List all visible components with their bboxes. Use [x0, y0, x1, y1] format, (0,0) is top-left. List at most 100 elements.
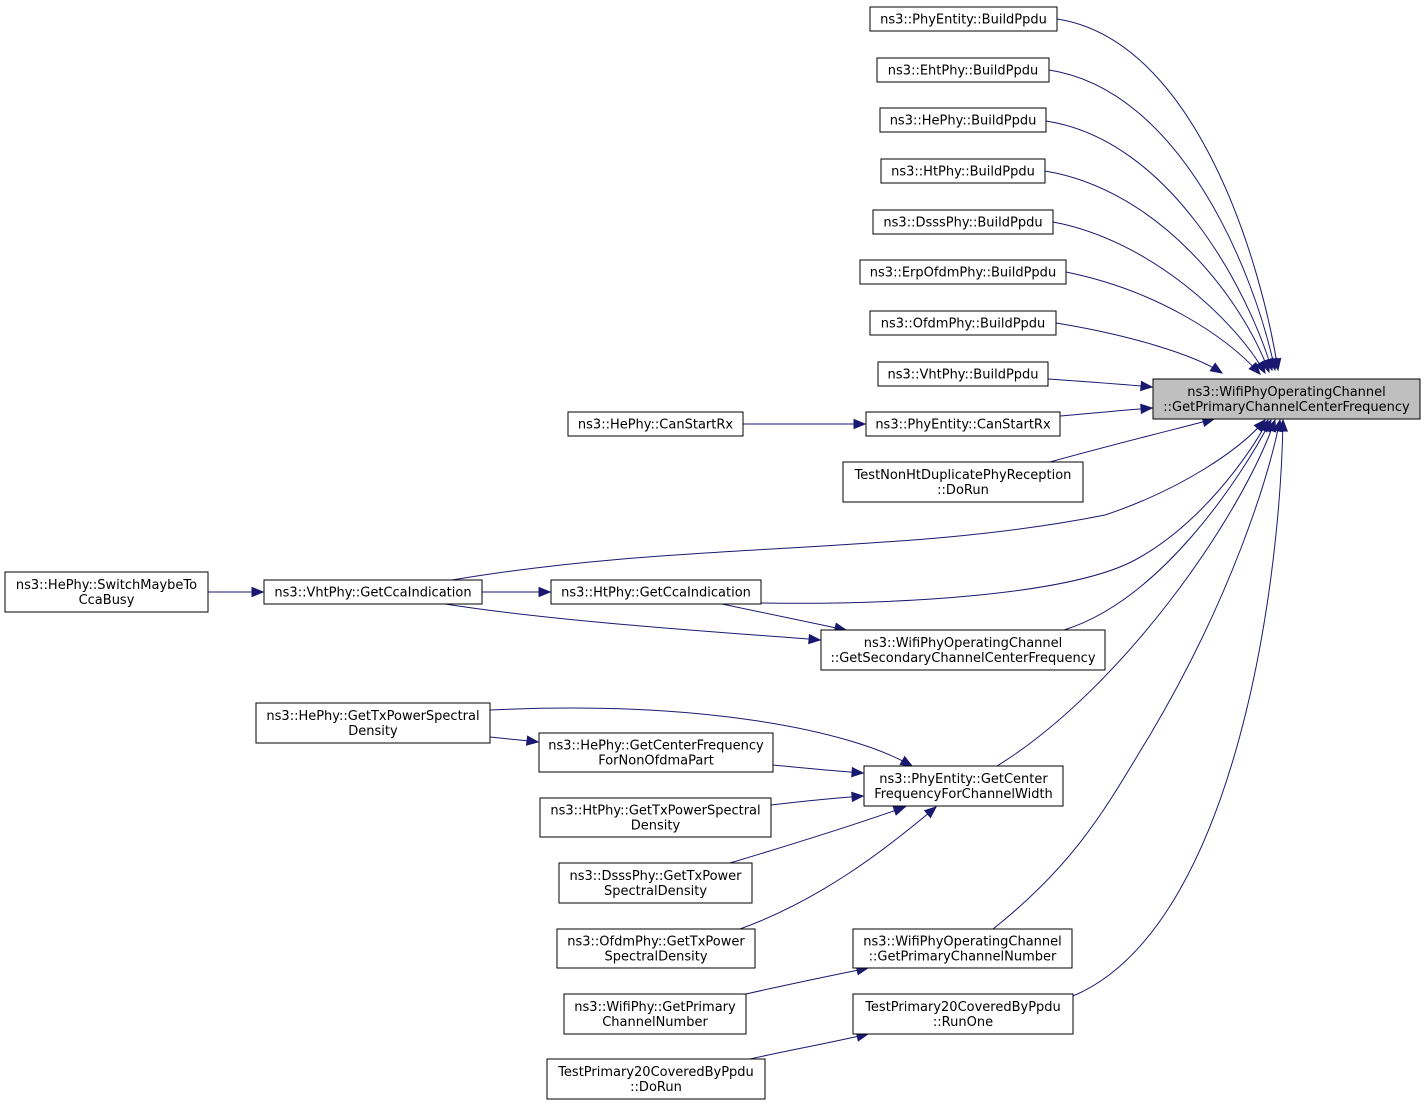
node-vhtphy-buildppdu[interactable]: ns3::VhtPhy::BuildPpdu: [877, 361, 1049, 387]
node-getsecondary[interactable]: ns3::WifiPhyOperatingChannel::GetSeconda…: [820, 629, 1106, 671]
node-ofdmphy-buildppdu[interactable]: ns3::OfdmPhy::BuildPpdu: [869, 310, 1057, 336]
node-getprimarynumber[interactable]: ns3::WifiPhyOperatingChannel::GetPrimary…: [852, 928, 1073, 969]
edge-line: [1052, 221, 1266, 374]
node-box: [255, 702, 491, 744]
arrowhead-icon: [1254, 360, 1266, 375]
call-edge-hephy-buildppdu-to-target: [1045, 120, 1274, 372]
node-ehtphy-buildppdu[interactable]: ns3::EhtPhy::BuildPpdu: [876, 57, 1050, 83]
node-phyentity-buildppdu[interactable]: ns3::PhyEntity::BuildPpdu: [869, 6, 1058, 32]
edge-line: [996, 419, 1276, 767]
call-edge-testprimary20-runone-to-target: [1072, 418, 1289, 997]
node-box: [869, 310, 1057, 336]
edge-line: [1055, 322, 1223, 374]
node-box: [558, 862, 753, 904]
edge-line: [770, 795, 864, 806]
node-label-line: ns3::EhtPhy::BuildPpdu: [888, 64, 1038, 79]
edge-line: [760, 419, 1269, 604]
call-edge-getsecondary-to-target: [1063, 418, 1272, 631]
node-hephy-canstartrx[interactable]: ns3::HePhy::CanStartRx: [567, 411, 744, 437]
arrowhead-icon: [892, 805, 907, 816]
call-edge-erpofdmphy-buildppdu-to-target: [1065, 271, 1261, 375]
call-edge-vhtphy-getcca-to-getsecondary: [444, 603, 822, 645]
arrowhead-icon: [1277, 418, 1289, 432]
call-edge-phyentity-canstartrx-to-target: [1059, 403, 1154, 417]
edge-line: [1056, 18, 1279, 371]
node-testprimary20-runone[interactable]: TestPrimary20CoveredByPpdu::RunOne: [852, 993, 1074, 1035]
node-vhtphy-getcca[interactable]: ns3::VhtPhy::GetCcaIndication: [263, 579, 483, 605]
node-dsssphy-buildppdu[interactable]: ns3::DsssPhy::BuildPpdu: [872, 209, 1054, 235]
arrowhead-icon: [851, 791, 865, 803]
node-label-line: ::GetSecondaryChannelCenterFrequency: [830, 651, 1095, 666]
edge-line: [1048, 69, 1276, 371]
node-box: [4, 571, 209, 613]
node-target[interactable]: ns3::WifiPhyOperatingChannel::GetPrimary…: [1152, 378, 1421, 420]
node-label-line: ns3::PhyEntity::CanStartRx: [875, 418, 1051, 433]
call-edge-dsssphy-gettxpsd-to-phyentity-getcenter: [729, 805, 907, 864]
call-edge-dsssphy-buildppdu-to-target: [1052, 221, 1266, 375]
arrowhead-icon: [808, 633, 822, 645]
node-label-line: CcaBusy: [79, 593, 135, 608]
node-label-line: ns3::OfdmPhy::GetTxPower: [567, 935, 745, 950]
arrowhead-icon: [1209, 362, 1224, 374]
node-label-line: ns3::WifiPhyOperatingChannel: [1187, 385, 1386, 400]
call-edge-ehtphy-buildppdu-to-target: [1048, 69, 1278, 372]
edge-line: [1045, 120, 1273, 371]
node-label-line: ::DoRun: [630, 1080, 682, 1095]
arrowhead-icon: [251, 586, 265, 598]
node-label-line: ns3::HePhy::CanStartRx: [578, 418, 733, 433]
node-htphy-buildppdu[interactable]: ns3::HtPhy::BuildPpdu: [880, 158, 1046, 184]
edge-line: [729, 806, 906, 864]
node-label-line: ns3::HePhy::GetTxPowerSpectral: [266, 709, 479, 724]
node-label-line: SpectralDensity: [604, 884, 707, 899]
edge-line: [1063, 419, 1272, 631]
node-phyentity-canstartrx[interactable]: ns3::PhyEntity::CanStartRx: [865, 411, 1061, 437]
node-htphy-getcca[interactable]: ns3::HtPhy::GetCcaIndication: [550, 579, 762, 605]
node-box: [880, 158, 1046, 184]
node-box: [563, 993, 747, 1035]
edge-line: [992, 419, 1281, 930]
node-erpofdmphy-buildppdu[interactable]: ns3::ErpOfdmPhy::BuildPpdu: [859, 259, 1067, 285]
call-nodes: ns3::WifiPhyOperatingChannel::GetPrimary…: [4, 6, 1421, 1100]
edge-line: [721, 603, 847, 631]
call-edge-htphy-gettxpsd-to-phyentity-getcenter: [770, 791, 865, 806]
call-edge-hephy-switchcca-to-vhtphy-getcca: [208, 586, 265, 598]
node-label-line: ns3::VhtPhy::GetCcaIndication: [274, 586, 471, 601]
node-testprimary20-dorun[interactable]: TestPrimary20CoveredByPpdu::DoRun: [546, 1058, 766, 1100]
node-box: [539, 797, 772, 838]
node-label-line: ns3::HtPhy::GetTxPowerSpectral: [550, 804, 760, 819]
call-edge-hephy-canstartrx-to-phyentity-canstartrx: [743, 418, 867, 430]
call-edge-hephy-getcenternonofdma-to-phyentity-getcenter: [772, 764, 865, 778]
arrowhead-icon: [923, 806, 938, 819]
node-testnonht-dorun[interactable]: TestNonHtDuplicatePhyReception::DoRun: [842, 461, 1084, 503]
edge-line: [1049, 418, 1215, 463]
arrowhead-icon: [853, 418, 867, 430]
call-edge-htphy-buildppdu-to-target: [1044, 170, 1270, 374]
node-label-line: ns3::HePhy::SwitchMaybeTo: [16, 578, 197, 593]
call-edge-ofdmphy-buildppdu-to-target: [1055, 322, 1224, 374]
node-label-line: ns3::HtPhy::GetCcaIndication: [561, 586, 751, 601]
node-label-line: ::GetPrimaryChannelCenterFrequency: [1163, 400, 1410, 415]
node-label-line: TestNonHtDuplicatePhyReception: [854, 468, 1072, 483]
node-box: [859, 259, 1067, 285]
node-box: [872, 209, 1054, 235]
node-box: [852, 993, 1074, 1035]
node-box: [263, 579, 483, 605]
node-label-line: SpectralDensity: [604, 950, 707, 965]
node-label-line: ns3::DsssPhy::GetTxPower: [569, 869, 742, 884]
node-phyentity-getcenter[interactable]: ns3::PhyEntity::GetCenterFrequencyForCha…: [863, 765, 1064, 807]
node-hephy-buildppdu[interactable]: ns3::HePhy::BuildPpdu: [879, 107, 1047, 133]
node-box: [879, 107, 1047, 133]
edge-line: [745, 967, 869, 995]
node-label-line: FrequencyForChannelWidth: [874, 787, 1053, 802]
node-wifiphy-getprimarynumber[interactable]: ns3::WifiPhy::GetPrimaryChannelNumber: [563, 993, 747, 1035]
node-box: [556, 928, 756, 969]
node-hephy-getcenternonofdma[interactable]: ns3::HePhy::GetCenterFrequencyForNonOfdm…: [538, 732, 774, 773]
node-box: [546, 1058, 766, 1100]
edge-line: [749, 1033, 869, 1060]
